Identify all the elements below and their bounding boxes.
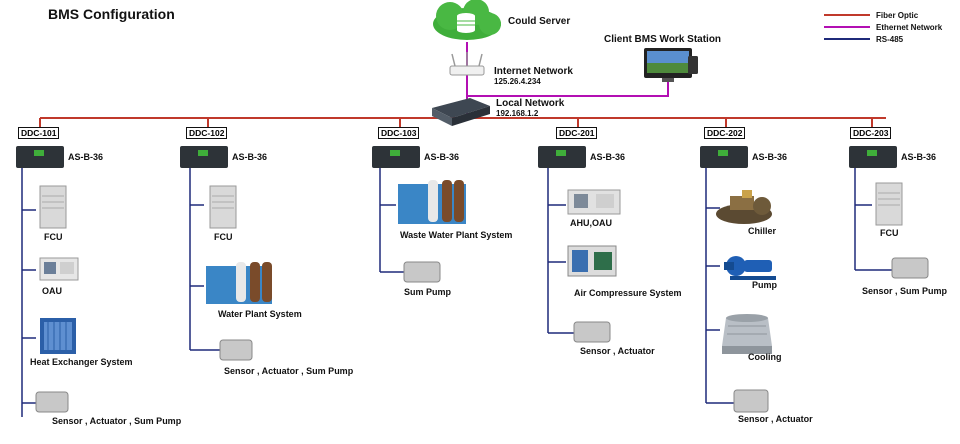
legend-label: RS-485 (876, 34, 904, 44)
fcu-icons (39, 182, 903, 229)
sensor-icons (35, 257, 929, 413)
legend-fiber-optic: Fiber Optic (824, 9, 942, 21)
network-switch-icon (432, 98, 490, 126)
device-label: FCU (44, 232, 63, 242)
workstation-icon (644, 48, 698, 82)
local-ip: 192.168.1.2 (496, 109, 539, 118)
ddc-101-label: DDC-101 (18, 127, 60, 139)
ahu-icon (567, 189, 621, 215)
device-label: Water Plant System (218, 309, 302, 319)
device-label: Heat Exchanger System (30, 357, 133, 367)
controller-model: AS-B-36 (424, 152, 460, 162)
router-icon (449, 52, 485, 76)
controller-model: AS-B-36 (752, 152, 788, 162)
device-label: Air Compressure System (574, 288, 682, 298)
controller-model: AS-B-36 (590, 152, 626, 162)
internet-network-label: Internet Network (494, 66, 573, 77)
heat-exchanger-icon (40, 318, 76, 354)
rs485-swatch (824, 38, 870, 40)
workstation-label: Client BMS Work Station (604, 34, 722, 45)
device-label: Sensor , Actuator , Sum Pump (224, 366, 354, 376)
device-label: Sensor , Actuator (580, 346, 655, 356)
pump-icon (724, 256, 776, 280)
legend-ethernet: Ethernet Network (824, 21, 942, 33)
device-label: Pump (752, 280, 778, 290)
device-label: Waste Water Plant System (400, 230, 513, 240)
legend-label: Fiber Optic (876, 10, 919, 20)
legend-rs485: RS-485 (824, 33, 942, 45)
device-label: FCU (880, 228, 899, 238)
ethernet-swatch (824, 26, 870, 28)
controller-model: AS-B-36 (901, 152, 937, 162)
ddc-202-label: DDC-202 (704, 127, 746, 139)
ddc-201-label: DDC-201 (556, 127, 598, 139)
air-compressor-icon (567, 245, 617, 277)
internet-ip: 125.26.4.234 (494, 77, 541, 86)
cloud-server-icon (433, 0, 501, 40)
device-label: Sensor , Actuator , Sum Pump (52, 416, 182, 426)
controller-model: AS-B-36 (68, 152, 104, 162)
cloud-server-label: Could Server (508, 16, 571, 27)
controller-icons (16, 146, 897, 168)
legend-label: Ethernet Network (876, 22, 943, 32)
waste-water-plant-icon (398, 180, 466, 224)
ddc-203-label: DDC-203 (850, 127, 892, 139)
device-label: Sum Pump (404, 287, 452, 297)
local-network-label: Local Network (496, 98, 565, 109)
controller-model: AS-B-36 (232, 152, 268, 162)
device-label: Sensor , Actuator (738, 414, 813, 424)
cooling-tower-icon (722, 314, 772, 354)
device-label: FCU (214, 232, 233, 242)
oau-icon (39, 257, 79, 281)
diagram-title: BMS Configuration (48, 6, 175, 22)
ddc-102-label: DDC-102 (186, 127, 228, 139)
device-label: Cooling (748, 352, 782, 362)
ddc-103-label: DDC-103 (378, 127, 420, 139)
device-label: Chiller (748, 226, 777, 236)
device-label: Sensor , Sum Pump (862, 286, 948, 296)
ethernet-workstation-link (467, 80, 669, 97)
fiber-optic-swatch (824, 14, 870, 16)
chiller-icon (716, 190, 772, 224)
device-label: AHU,OAU (570, 218, 612, 228)
device-label: OAU (42, 286, 62, 296)
water-plant-icon (206, 262, 272, 304)
legend: Fiber Optic Ethernet Network RS-485 (824, 9, 942, 45)
